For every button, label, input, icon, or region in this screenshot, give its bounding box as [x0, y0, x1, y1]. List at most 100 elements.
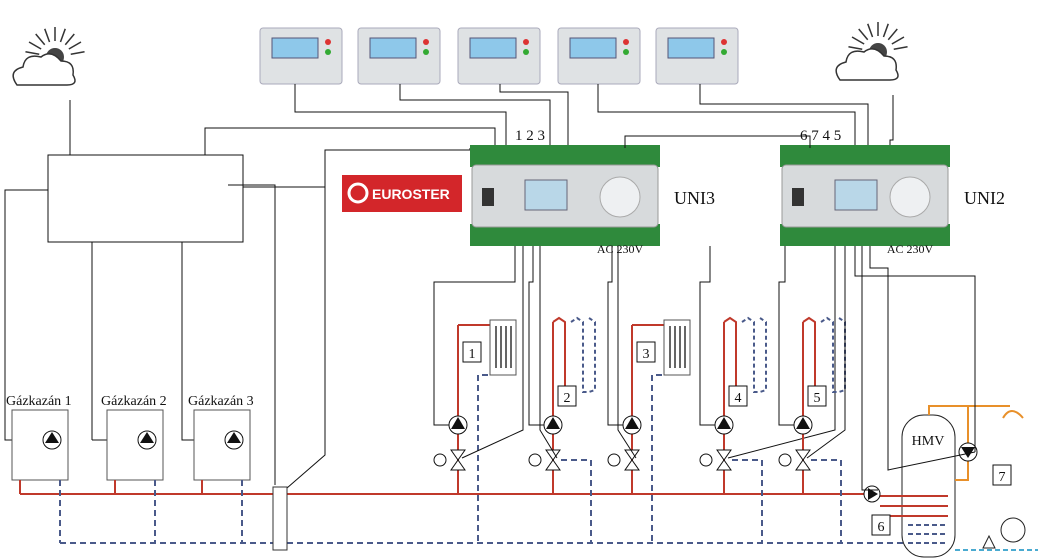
- power-supply-label: AC 230V: [887, 242, 934, 256]
- room-thermostat-icon: [457, 27, 541, 85]
- terminal-block-top: [780, 145, 950, 167]
- circuit-number-label: 5: [814, 391, 821, 406]
- pump-arrow: [45, 432, 59, 443]
- circuit-number-box: [462, 341, 482, 363]
- led-red: [721, 39, 727, 45]
- euroster-logo: EUROSTER: [342, 175, 462, 212]
- circuit-number-label: 1: [469, 347, 476, 362]
- power-switch: [792, 188, 804, 206]
- heating-circuit-5: 5: [778, 246, 846, 543]
- sun-ray: [70, 51, 85, 55]
- sun-ray: [893, 46, 908, 50]
- circuit-number-label: 3: [643, 347, 650, 362]
- pump-arrow: [796, 417, 810, 429]
- return-pipe: [651, 374, 662, 543]
- pump-arrow: [227, 432, 241, 443]
- heating-circuit-3: 3: [607, 246, 691, 543]
- floor-loop: [723, 316, 742, 393]
- circuit-number-box: [728, 385, 748, 407]
- heating-circuit-1: 1: [433, 246, 524, 543]
- thermostat-display: [271, 37, 319, 59]
- terminal-numbers-label: 1 2 3: [515, 128, 545, 144]
- led-red: [423, 39, 429, 45]
- sun-ray: [68, 41, 82, 50]
- logo-text: EUROSTER: [372, 186, 450, 202]
- led-red: [325, 39, 331, 45]
- thermostat-display: [469, 37, 517, 59]
- valve-control-wire: [617, 246, 637, 459]
- circuit-number-label: 2: [564, 391, 571, 406]
- hmv-label: HMV: [912, 434, 945, 449]
- valve-motor-icon: [778, 453, 792, 467]
- thermostat-display: [369, 37, 417, 59]
- thermostat-display: [667, 37, 715, 59]
- logo-background: [342, 175, 462, 212]
- coil-number-box: [871, 514, 891, 536]
- hydraulic-separator: [272, 486, 288, 551]
- floor-loop-return: [570, 316, 596, 393]
- pump-control-wire: [778, 246, 794, 426]
- radiator-icon: [663, 319, 691, 376]
- room-thermostat-icon: [357, 27, 441, 85]
- pump-control-wire: [433, 246, 516, 426]
- pump-arrow: [961, 447, 975, 458]
- mixing-valve-icon: [624, 449, 640, 471]
- pump-control-wire: [607, 246, 623, 426]
- sun-ray: [851, 36, 865, 45]
- circuit-number-label: 4: [735, 391, 742, 406]
- pressure-gauge-icon: [1000, 517, 1026, 543]
- line: [624, 135, 811, 148]
- boiler-label: Gázkazán 3: [188, 394, 254, 409]
- power-switch: [482, 188, 494, 206]
- line: [699, 84, 869, 148]
- thermostat-display: [569, 37, 617, 59]
- room-thermostat-icon: [655, 27, 739, 85]
- sun-ray: [848, 46, 863, 50]
- valve-motor-icon: [607, 453, 621, 467]
- hot-water-pipe: [928, 405, 1010, 415]
- sun-ray: [867, 23, 874, 38]
- led-red: [523, 39, 529, 45]
- controller-display: [524, 179, 568, 211]
- control-knob: [599, 176, 641, 218]
- cascade-controller-box: [47, 154, 244, 243]
- line: [228, 184, 276, 485]
- circulation-pump-wire: [869, 246, 976, 471]
- mixing-valve-icon: [450, 449, 466, 471]
- line: [499, 84, 569, 148]
- gas-boiler: Gázkazán 3: [188, 394, 254, 543]
- led-green: [325, 49, 331, 55]
- pump-arrow: [868, 488, 878, 500]
- terminal-block-bottom: [780, 224, 950, 246]
- line: [286, 150, 326, 489]
- return-pipe: [561, 459, 592, 543]
- valve-motor-icon: [528, 453, 542, 467]
- sun-ray: [882, 23, 889, 38]
- gas-boiler: Gázkazán 1: [6, 394, 72, 543]
- return-pipe: [477, 374, 488, 543]
- line: [204, 127, 496, 155]
- weather-sun-cloud-icon: [12, 27, 85, 86]
- boiler-label: Gázkazán 2: [101, 394, 167, 409]
- sun-ray: [44, 28, 51, 43]
- floor-loop-return: [741, 316, 767, 393]
- return-pipe: [811, 459, 842, 543]
- pump-control-wire: [699, 246, 715, 426]
- heating-circuit-4: 4: [699, 246, 836, 543]
- heating-circuit-2: 2: [528, 246, 596, 543]
- room-thermostat-icon: [259, 27, 343, 85]
- terminal-block-bottom: [470, 224, 660, 246]
- pump-arrow: [717, 417, 731, 429]
- radiator-icon: [489, 319, 517, 376]
- circuit-number-box: [636, 341, 656, 363]
- circuit-number-box: [807, 385, 827, 407]
- pump-arrow: [546, 417, 560, 429]
- terminal-block-top: [470, 145, 660, 167]
- floor-loop: [552, 316, 571, 393]
- boiler-label: Gázkazán 1: [6, 394, 72, 409]
- sun-ray: [891, 36, 905, 45]
- floor-loop: [802, 316, 821, 393]
